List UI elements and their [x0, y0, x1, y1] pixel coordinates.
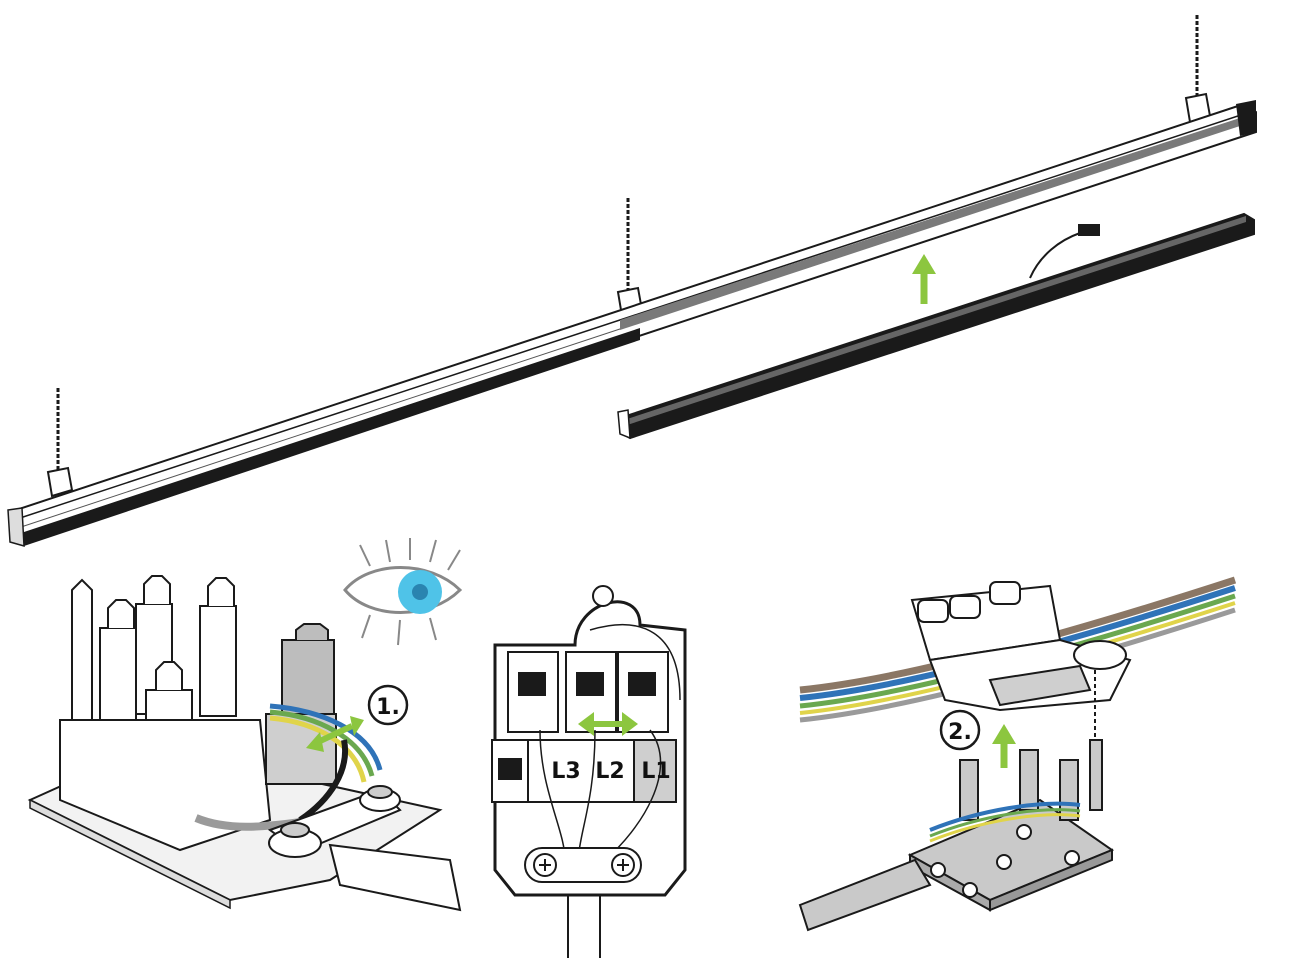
double-arrow-icon	[578, 712, 638, 736]
junction-box: L3 L2 L1	[491, 585, 687, 958]
luminaire-trunking-assembly	[7, 15, 1257, 548]
step-1-label: 1.	[376, 695, 400, 720]
terminal-l2-label: L2	[595, 759, 624, 784]
terminal-l3-label: L3	[551, 759, 580, 784]
arrow-up-icon	[992, 724, 1016, 768]
top-connector	[910, 581, 1132, 740]
eye-icon	[343, 538, 463, 646]
screw-icon	[533, 853, 635, 877]
step-2-label: 2.	[948, 720, 972, 745]
base-connector	[907, 739, 1115, 912]
arrow-up-icon	[912, 254, 936, 304]
terminal-block-assembly: 1.	[27, 575, 462, 912]
connector-insertion-assembly: 2.	[798, 576, 1237, 932]
step-2-marker: 2.	[939, 709, 981, 751]
sliding-connector	[265, 623, 337, 785]
step-1-marker: 1.	[367, 684, 409, 726]
double-arrow-icon	[306, 716, 364, 752]
trunking-rail	[7, 100, 1257, 548]
suspension-chain-icon	[56, 15, 1199, 470]
light-module	[617, 212, 1255, 440]
terminal-l1-label: L1	[641, 759, 670, 784]
strain-relief-clamp	[267, 785, 402, 858]
cable-clamp	[524, 847, 642, 883]
